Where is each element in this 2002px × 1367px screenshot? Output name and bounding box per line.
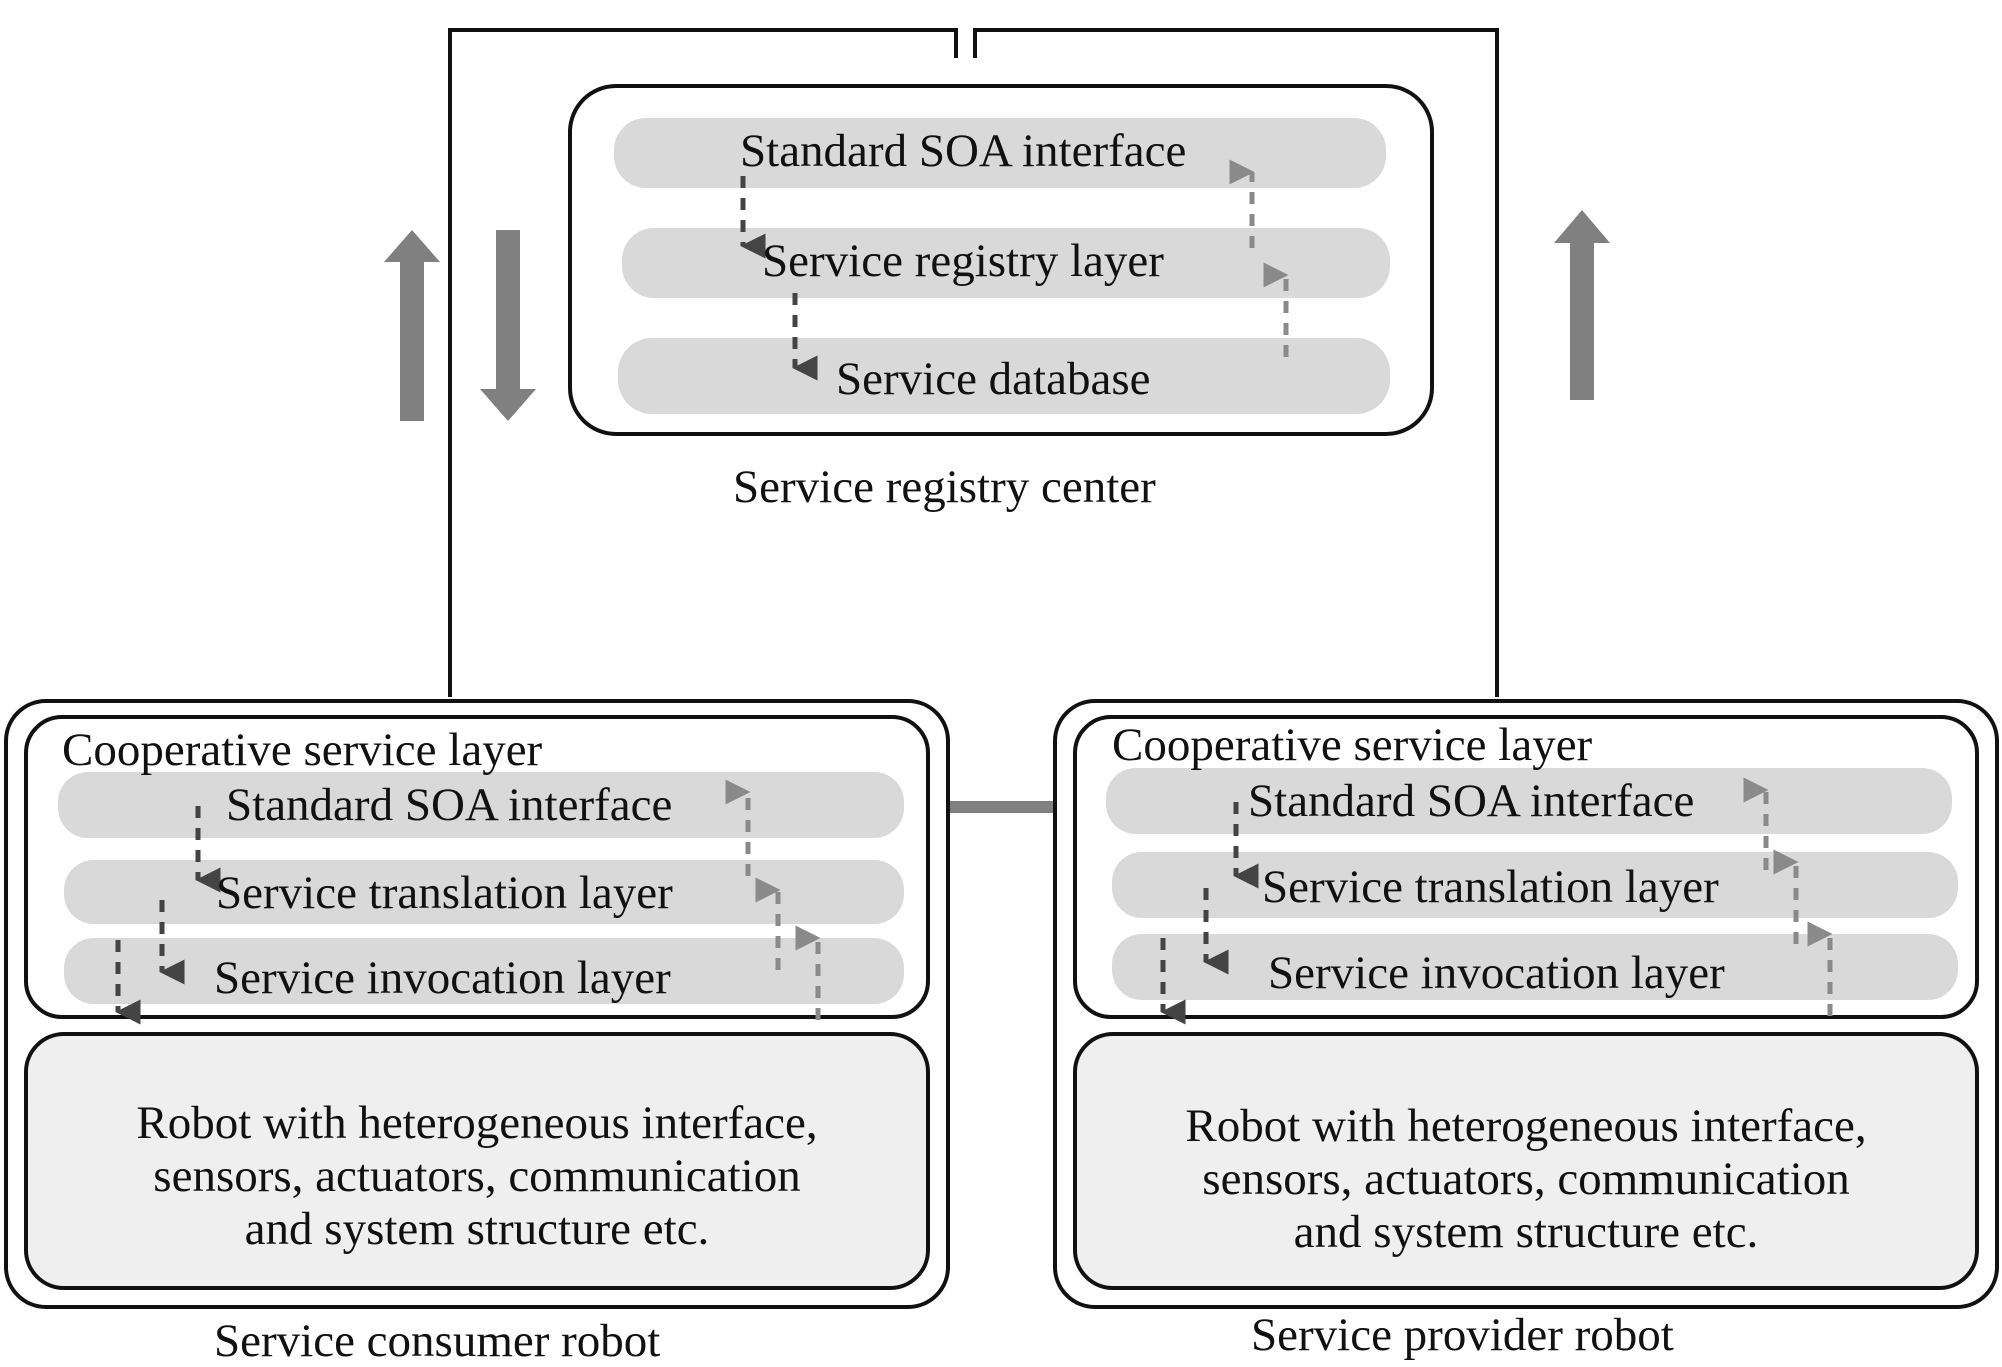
provider-robot-description-line: Robot with heterogeneous interface, — [1185, 1100, 1867, 1152]
provider-cooperative-title: Cooperative service layer — [1112, 719, 1593, 771]
consumer-internal-arrows — [115, 779, 821, 1025]
registry-layer-soa-label: Standard SOA interface — [740, 125, 1187, 177]
provider-layer-soa-label: Standard SOA interface — [1248, 775, 1695, 827]
consumer-layer-translation-label: Service translation layer — [216, 867, 673, 919]
consumer-pill-soa — [58, 772, 904, 838]
provider-layer-invocation-label: Service invocation layer — [1268, 947, 1725, 999]
registry-layer-registry-label: Service registry layer — [762, 235, 1164, 287]
registry-center-caption: Service registry center — [733, 461, 1156, 513]
consumer-pill-translation — [64, 860, 904, 924]
provider-robot-description-line: and system structure etc. — [1293, 1206, 1759, 1259]
consumer-robot-group — [4, 699, 950, 1309]
provider-robot-description-line: sensors, actuators, communication — [1202, 1153, 1850, 1206]
consumer-pill-invocation — [64, 938, 904, 1004]
consumer-up-arrow — [384, 230, 440, 421]
consumer-robot-hardware-box — [24, 1032, 930, 1290]
registry-layer-database-label: Service database — [836, 353, 1151, 405]
provider-pill-soa — [1106, 768, 1952, 834]
provider-robot-caption: Service provider robot — [1251, 1309, 1674, 1361]
consumer-robot-description-line: sensors, actuators, communication — [153, 1150, 801, 1203]
consumer-cooperative-title: Cooperative service layer — [62, 724, 543, 776]
registry-connector-lines — [448, 28, 1499, 697]
consumer-robot-description-line: and system structure etc. — [244, 1203, 710, 1256]
consumer-down-arrow — [480, 230, 536, 421]
consumer-robot-caption: Service consumer robot — [214, 1315, 661, 1367]
provider-up-arrow — [1554, 210, 1610, 400]
provider-robot-group — [1053, 699, 1999, 1309]
provider-layer-translation-label: Service translation layer — [1262, 861, 1719, 913]
robot-peer-double-arrow — [906, 788, 1096, 826]
consumer-robot-description-line: Robot with heterogeneous interface, — [136, 1097, 818, 1149]
consumer-layer-invocation-label: Service invocation layer — [214, 952, 671, 1004]
consumer-layer-soa-label: Standard SOA interface — [226, 779, 673, 831]
provider-robot-description: Robot with heterogeneous interface, sens… — [1075, 1100, 1977, 1259]
provider-pill-invocation — [1112, 934, 1958, 1000]
registry-pill-soa — [614, 118, 1386, 188]
provider-internal-arrows — [1160, 777, 1833, 1025]
provider-pill-translation — [1112, 852, 1958, 918]
provider-robot-hardware-box — [1073, 1032, 1979, 1290]
registry-pill-registry — [622, 228, 1390, 298]
registry-internal-arrows — [740, 159, 1289, 381]
consumer-robot-description: Robot with heterogeneous interface, sens… — [26, 1097, 928, 1256]
